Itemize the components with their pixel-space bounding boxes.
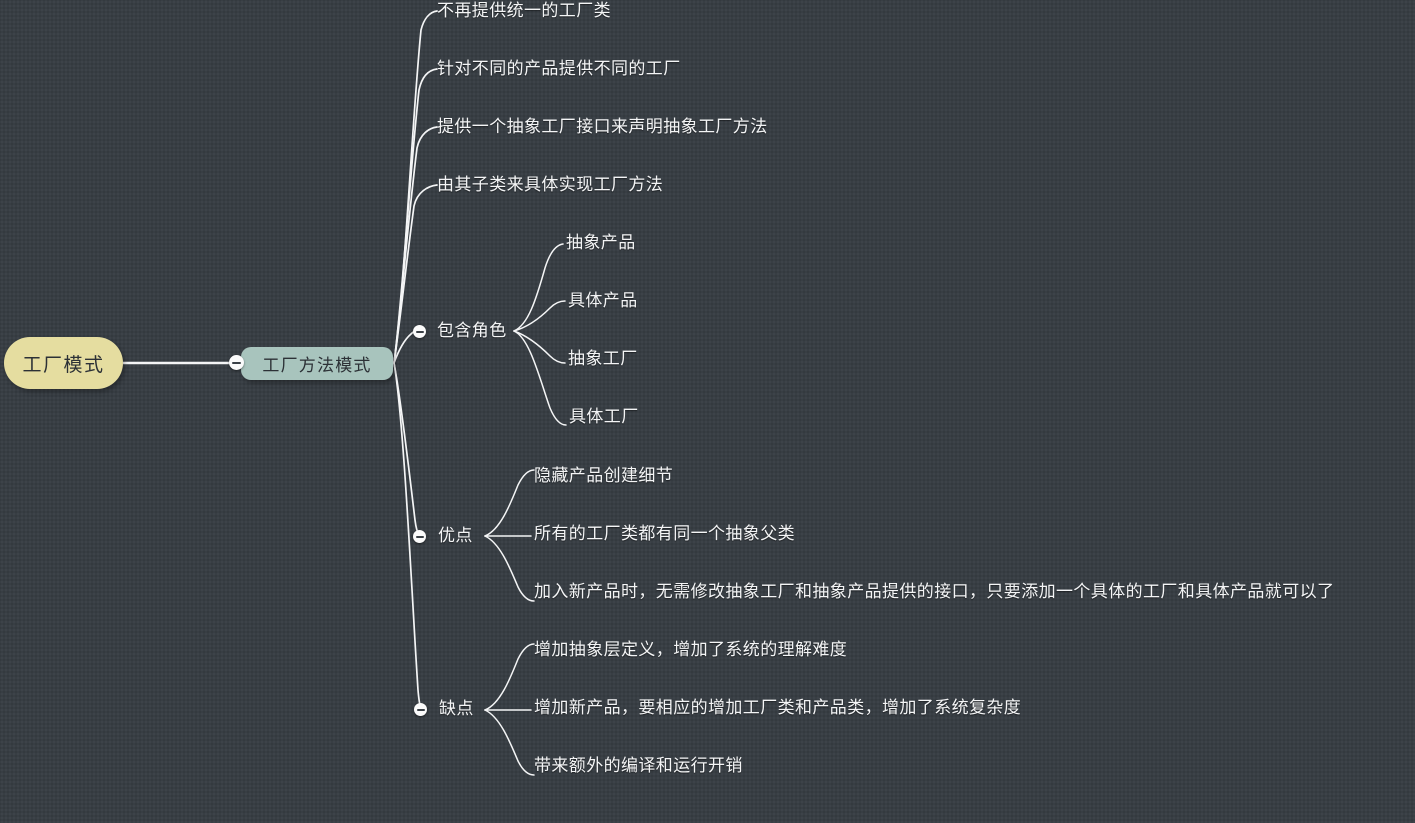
collapse-toggle-roles[interactable] (413, 325, 426, 338)
root-node-label: 工厂模式 (22, 354, 105, 376)
branch-label-4[interactable]: 由其子类来具体实现工厂方法 (437, 175, 664, 194)
root-node[interactable]: 工厂模式 (4, 337, 123, 389)
roles-child-label-4[interactable]: 具体工厂 (569, 407, 639, 426)
link-pros-child-1 (484, 469, 535, 537)
roles-child-label-3[interactable]: 抽象工厂 (568, 349, 638, 368)
collapse-toggle-pros[interactable] (413, 530, 426, 543)
link-branch-1 (393, 10, 438, 364)
link-branch-2 (393, 68, 438, 364)
pros-child-label-3[interactable]: 加入新产品时，无需修改抽象工厂和抽象产品提供的接口，只要添加一个具体的工厂和具体… (534, 582, 1335, 601)
collapse-toggle-cons[interactable] (414, 703, 427, 716)
link-roles-child-2 (513, 300, 566, 332)
branch-label-1[interactable]: 不再提供统一的工厂类 (437, 1, 611, 20)
roles-child-label-1[interactable]: 抽象产品 (566, 233, 636, 252)
pros-child-label-2[interactable]: 所有的工厂类都有同一个抽象父类 (534, 524, 795, 543)
cons-child-label-2[interactable]: 增加新产品，要相应的增加工厂类和产品类，增加了系统复杂度 (534, 698, 1022, 717)
branch-label-cons[interactable]: 缺点 (439, 699, 474, 718)
branch-label-2[interactable]: 针对不同的产品提供不同的工厂 (437, 59, 681, 78)
branch-label-3[interactable]: 提供一个抽象工厂接口来声明抽象工厂方法 (437, 117, 768, 136)
link-roles-child-4 (513, 330, 567, 426)
roles-child-label-2[interactable]: 具体产品 (568, 291, 638, 310)
collapse-toggle-level1[interactable] (229, 355, 244, 370)
link-cons-child-3 (484, 709, 535, 776)
link-cons-child-1 (484, 643, 535, 711)
cons-child-label-3[interactable]: 带来额外的编译和运行开销 (534, 756, 743, 775)
cons-child-label-1[interactable]: 增加抽象层定义，增加了系统的理解难度 (534, 640, 848, 659)
link-pros-child-3 (484, 535, 535, 602)
link-roles-child-3 (513, 330, 566, 364)
branch-label-roles[interactable]: 包含角色 (437, 321, 507, 340)
level1-node-label: 工厂方法模式 (262, 356, 372, 375)
branch-label-pros[interactable]: 优点 (438, 526, 473, 545)
pros-child-label-1[interactable]: 隐藏产品创建细节 (534, 466, 674, 485)
link-branch-6 (393, 362, 420, 536)
level1-node-factory-method[interactable]: 工厂方法模式 (241, 347, 393, 380)
link-roles-child-1 (513, 243, 564, 332)
